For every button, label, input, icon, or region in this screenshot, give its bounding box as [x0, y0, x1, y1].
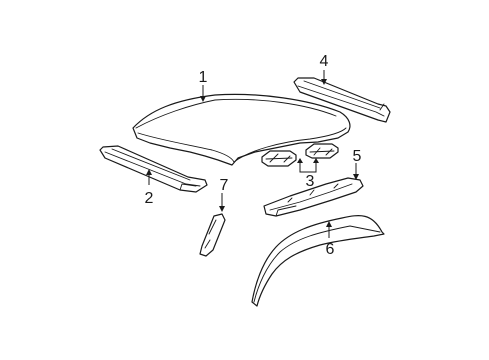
callout-3: 3 — [306, 173, 315, 190]
roof-bows — [261, 143, 339, 167]
callout-5: 5 — [353, 148, 362, 165]
right-roof-rail — [263, 177, 364, 217]
pillar-trim — [199, 213, 226, 257]
callout-labels: 1 2 3 4 5 6 7 — [145, 53, 362, 258]
callout-2: 2 — [145, 190, 154, 207]
roof-panel — [132, 93, 351, 166]
drip-molding — [251, 215, 385, 307]
callout-7: 7 — [220, 177, 229, 194]
rear-header-reinforcement — [293, 77, 391, 123]
leader-lines — [146, 70, 359, 238]
callout-6: 6 — [326, 241, 335, 258]
callout-4: 4 — [320, 53, 329, 70]
left-roof-rail — [99, 145, 208, 193]
callout-1: 1 — [199, 69, 208, 86]
